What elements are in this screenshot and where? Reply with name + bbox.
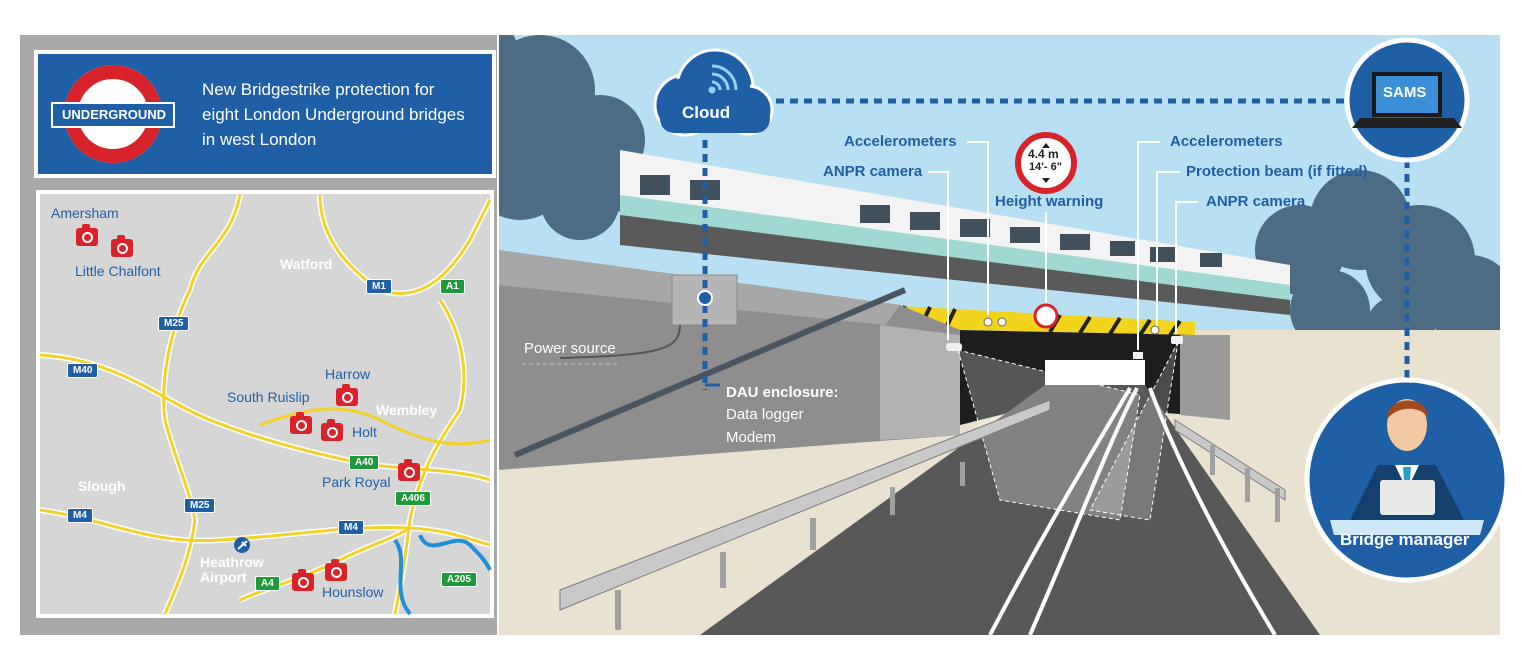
height-sign [1015, 132, 1077, 194]
place-hounslow: Hounslow [322, 584, 384, 600]
trees-left [498, 35, 670, 240]
place-heathrow: Heathrow [200, 554, 264, 570]
road-m25-bottom: M25 [184, 498, 216, 513]
bridge-manager-icon [1304, 377, 1510, 583]
place-watford: Watford [280, 256, 333, 272]
map [40, 194, 490, 614]
sams-laptop-icon [1344, 37, 1470, 163]
header-title-line2: eight London Underground bridges [202, 105, 465, 124]
wall-handrail [513, 287, 907, 458]
sams-label: SAMS [1383, 84, 1427, 101]
road-a205: A205 [441, 572, 477, 587]
camera-icon-hounslow-1 [292, 569, 314, 591]
place-south-ruislip: South Ruislip [227, 389, 310, 405]
power-source-label: Power source [524, 340, 616, 357]
bridge-scene [498, 35, 1500, 635]
road-m4-right: M4 [338, 520, 364, 535]
dau-node [697, 290, 713, 306]
road-m25-top: M25 [158, 316, 190, 331]
underground-roundel-front [51, 65, 175, 163]
height-sign-metric: 4.4 m [1028, 147, 1059, 161]
beam-sensor [1150, 325, 1160, 335]
protection-beam-label: Protection beam (if fitted) [1186, 163, 1368, 180]
dau-line-data-logger: Data logger [726, 406, 804, 423]
place-wembley: Wembley [376, 402, 438, 418]
camera-icon-park-royal [398, 459, 420, 481]
anpr-camera-right [1171, 336, 1183, 344]
accelerometer-right [1133, 352, 1143, 359]
heathrow-icon [234, 537, 250, 553]
anpr-camera-left-label: ANPR camera [823, 163, 923, 180]
place-harrow: Harrow [325, 366, 371, 382]
camera-icon-south-ruislip [290, 412, 312, 434]
height-sign-imperial: 14'- 6" [1029, 161, 1062, 173]
cloud-icon [653, 48, 774, 137]
train [620, 150, 1290, 315]
place-park-royal: Park Royal [322, 474, 391, 490]
place-airport: Airport [200, 569, 247, 585]
place-little-chalfont: Little Chalfont [75, 263, 161, 279]
place-holt: Holt [352, 424, 377, 440]
place-amersham: Amersham [51, 205, 119, 221]
accelerometers-left-label: Accelerometers [844, 133, 957, 150]
accelerometers-right-label: Accelerometers [1170, 133, 1283, 150]
cloud-label: Cloud [682, 103, 731, 122]
road-a1: A1 [440, 279, 465, 294]
accelerometer-left [983, 317, 993, 327]
guardrail-left [559, 399, 1051, 630]
leader-lines [928, 141, 1198, 350]
header-title-line3: in west London [202, 130, 317, 149]
road-m1: M1 [366, 279, 392, 294]
camera-icon-harrow [336, 384, 358, 406]
camera-icon-amersham [76, 224, 98, 246]
map-river [393, 534, 492, 616]
anpr-camera-left [946, 343, 962, 351]
camera-icon-hounslow-2 [325, 559, 347, 581]
height-warning-label: Height warning [995, 193, 1104, 210]
road [700, 385, 1320, 635]
header-frame [34, 50, 496, 178]
height-warning-light [1033, 303, 1059, 329]
road-a40: A40 [349, 455, 380, 470]
road-m4-left: M4 [67, 508, 93, 523]
camera-icon-holt [321, 419, 343, 441]
dau-line-modem: Modem [726, 429, 777, 446]
anpr-camera-right-label: ANPR camera [1206, 193, 1306, 210]
place-slough: Slough [78, 478, 126, 494]
underground-logo-text: UNDERGROUND [62, 107, 166, 122]
header-title-line1: New Bridgestrike protection for [202, 80, 435, 99]
road-a406: A406 [395, 491, 431, 506]
bridge-manager-label: Bridge manager [1340, 530, 1470, 549]
right-abutment [1180, 335, 1230, 420]
network-links [702, 98, 1410, 390]
road-markings [988, 387, 1277, 635]
dau-title: DAU enclosure: [726, 384, 839, 401]
guardrail-right [1174, 419, 1286, 522]
anpr-right-view [1089, 341, 1179, 521]
anpr-left-view [957, 349, 1141, 521]
wifi-icon [708, 64, 738, 94]
trees-right [1255, 170, 1500, 365]
road-a4: A4 [255, 576, 280, 591]
road-m40: M40 [67, 363, 99, 378]
camera-icon-little-chalfont [111, 235, 133, 257]
